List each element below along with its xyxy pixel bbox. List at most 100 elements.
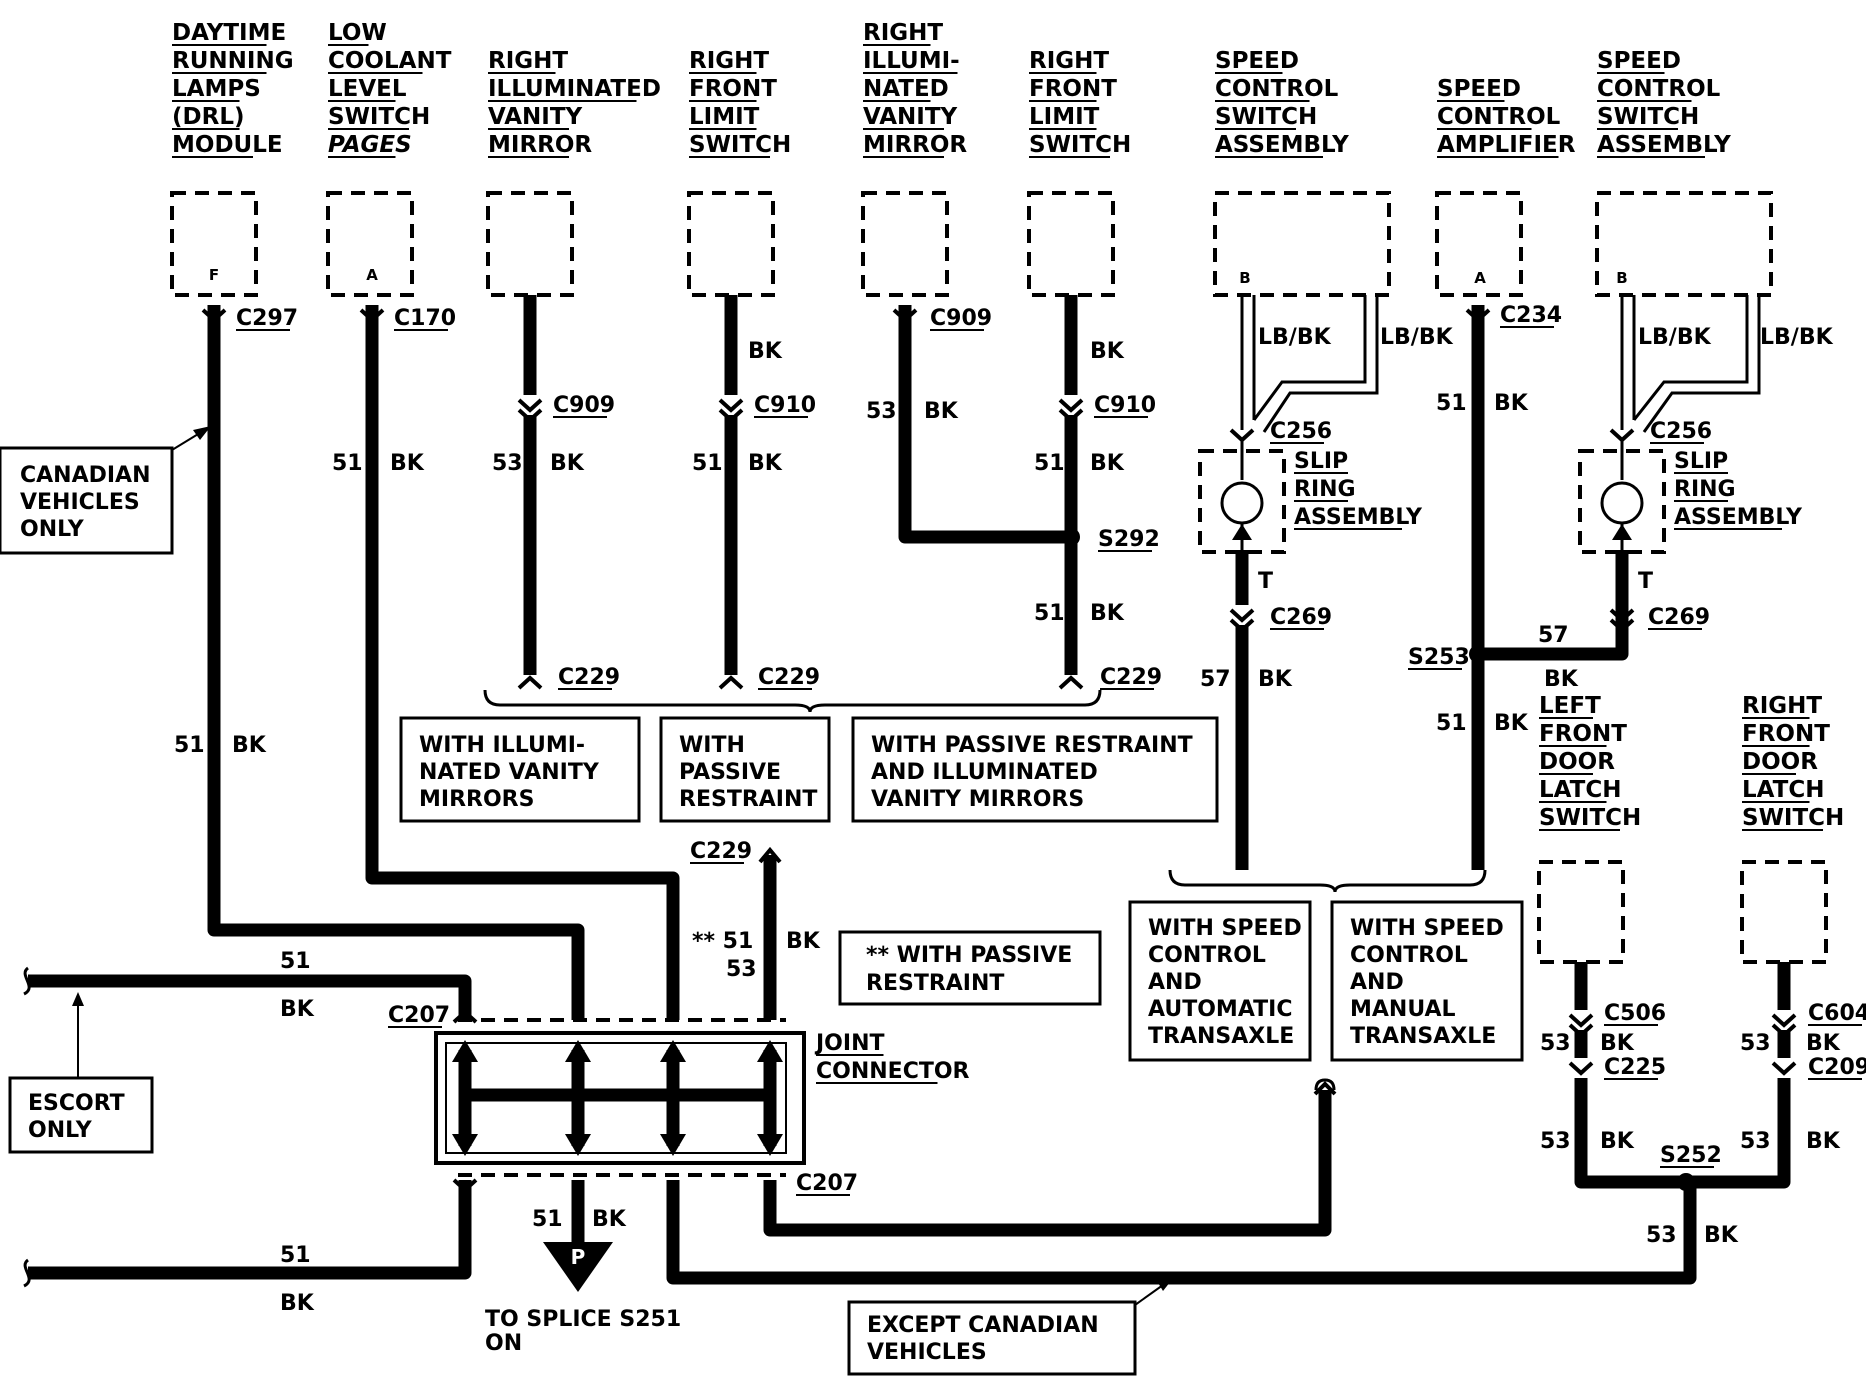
bk-drl: BK [232, 733, 267, 758]
svg-text:ON: ON [485, 1331, 522, 1356]
title-line: LEFT [1539, 693, 1601, 719]
bk-lf: BK [1600, 1031, 1635, 1056]
bk-amp: BK [1494, 391, 1529, 416]
splice-s252 [1677, 1173, 1695, 1191]
bk-c229: BK [786, 929, 821, 954]
title-line: RIGHT [863, 20, 943, 46]
label-c910-b: C910 [1094, 393, 1156, 418]
bk-lf-b: BK [1600, 1129, 1635, 1154]
slip-ring-2-symbol [1600, 481, 1644, 525]
bk-limit2-b: BK [1090, 601, 1125, 626]
label-t-b: T [1638, 569, 1653, 594]
svg-text:RESTRAINT: RESTRAINT [679, 787, 817, 812]
title-line: SWITCH [689, 132, 791, 158]
svg-text:WITH PASSIVE RESTRAINT: WITH PASSIVE RESTRAINT [871, 733, 1193, 758]
svg-text:CONTROL: CONTROL [1350, 943, 1468, 968]
title-line: SWITCH [1215, 104, 1317, 130]
title-line: FRONT [1029, 76, 1117, 102]
title-line: SWITCH [1029, 132, 1131, 158]
note-with-passive-box [659, 716, 831, 823]
pin-b-speed2: B [1616, 269, 1627, 287]
pin-a-amp: A [1474, 269, 1486, 287]
title-line: AMPLIFIER [1437, 132, 1576, 158]
bk-escort: BK [280, 997, 315, 1022]
pin-f: F [209, 266, 219, 284]
note-except-canadian-box [847, 1300, 1137, 1376]
title-line: VANITY [863, 104, 958, 130]
label-c207-a: C207 [388, 1003, 450, 1028]
title-line: DAYTIME [172, 20, 286, 46]
title-line: LIMIT [689, 104, 760, 130]
svg-text:MANUAL: MANUAL [1350, 997, 1456, 1022]
label-c909-b: C909 [930, 306, 992, 331]
lbbk-4: LB/BK [1760, 325, 1834, 350]
title-line: RIGHT [1742, 693, 1822, 719]
label-c234: C234 [1500, 303, 1562, 328]
title-line: LATCH [1539, 777, 1622, 803]
lb-bk-wires [1240, 295, 1761, 433]
label-t-a: T [1258, 569, 1273, 594]
bracket-c229 [483, 689, 1102, 713]
title-line: SWITCH [1539, 805, 1641, 831]
svg-text:WITH: WITH [679, 733, 745, 758]
bracket-speed [1168, 869, 1487, 893]
splice-s251-terminal: P [543, 1242, 613, 1292]
c53-vanity1: 53 [492, 451, 523, 476]
c53-rf-b: 53 [1740, 1129, 1771, 1154]
svg-text:EXCEPT CANADIAN: EXCEPT CANADIAN [867, 1313, 1099, 1338]
svg-text:AND ILLUMINATED: AND ILLUMINATED [871, 760, 1098, 785]
title-line: (DRL) [172, 104, 244, 130]
c51-splice: 51 [532, 1207, 563, 1232]
svg-text:CONNECTOR: CONNECTOR [816, 1059, 970, 1084]
title-line: RIGHT [488, 48, 568, 74]
label-c170: C170 [394, 306, 456, 331]
svg-text:CANADIAN: CANADIAN [20, 463, 151, 488]
svg-text:AUTOMATIC: AUTOMATIC [1148, 997, 1292, 1022]
bk-speed2: BK [1544, 667, 1579, 692]
vanity-mirror-1-box [486, 191, 574, 297]
bk-speed1: BK [1258, 667, 1293, 692]
splice-s292 [1062, 528, 1080, 546]
svg-text:MIRRORS: MIRRORS [419, 787, 534, 812]
note-with-manual-box [1330, 900, 1524, 1062]
c53-lf: 53 [1540, 1031, 1571, 1056]
note-passive-note-box [838, 930, 1102, 1006]
bk-bottom: BK [280, 1291, 315, 1316]
title-line: SWITCH [1742, 805, 1844, 831]
wire-escort [28, 974, 472, 1020]
title-line: SWITCH [328, 104, 430, 130]
label-s253: S253 [1408, 645, 1470, 670]
title-line: SPEED [1597, 48, 1681, 74]
svg-text:RING: RING [1294, 477, 1356, 502]
splice-s253 [1469, 645, 1487, 663]
lbbk-3: LB/BK [1638, 325, 1712, 350]
slip-ring-2 [1578, 440, 1666, 554]
lbbk-1: LB/BK [1258, 325, 1332, 350]
bk-rf-b: BK [1806, 1129, 1841, 1154]
bk-coolant: BK [390, 451, 425, 476]
label-c256-a: C256 [1270, 419, 1332, 444]
svg-text:AND: AND [1350, 970, 1404, 995]
title-line: COOLANT [328, 48, 452, 74]
wire-drl [207, 305, 585, 1020]
bk-rf: BK [1806, 1031, 1841, 1056]
svg-text:** WITH PASSIVE: ** WITH PASSIVE [866, 943, 1072, 968]
svg-text:ASSEMBLY: ASSEMBLY [1294, 505, 1423, 530]
brackets [483, 689, 1487, 1091]
title-line: FRONT [1742, 721, 1830, 747]
wire-bottom-left [28, 1180, 472, 1280]
slip-ring-1-symbol [1220, 481, 1264, 525]
title-line: CONTROL [1597, 76, 1721, 102]
